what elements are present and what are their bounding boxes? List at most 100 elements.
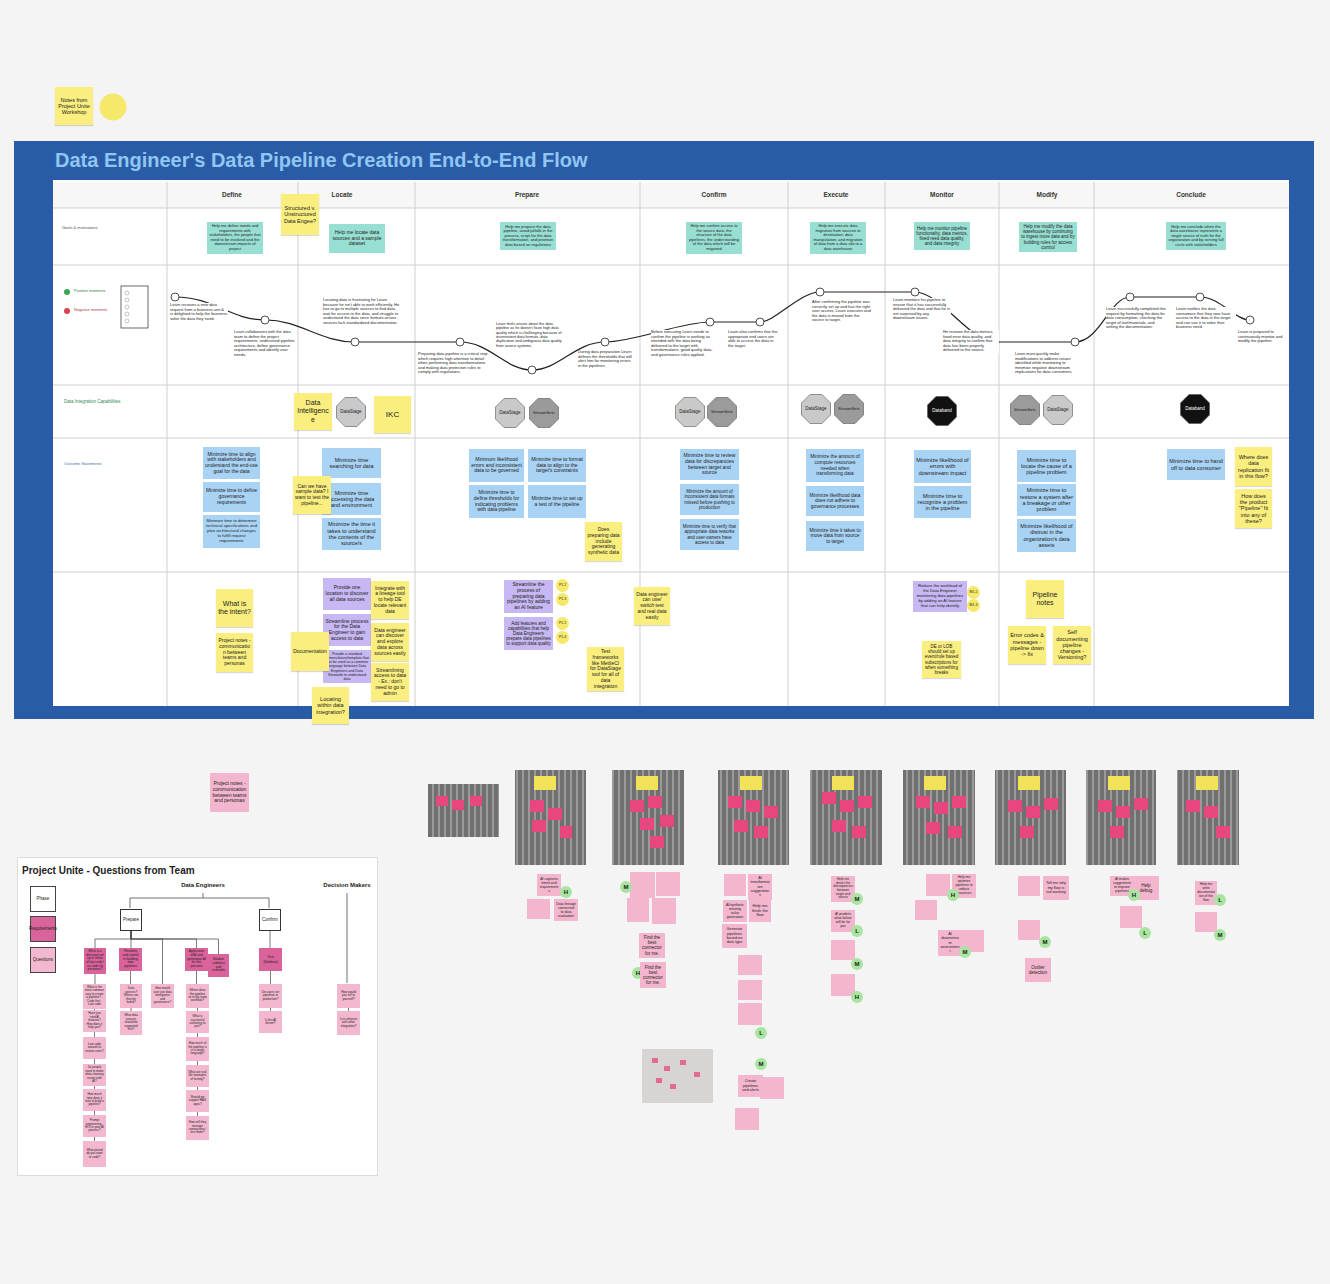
priority-dot: P1.2 bbox=[556, 579, 569, 592]
outcome-box: Minimize time to determine technical spe… bbox=[203, 515, 260, 548]
node-text: Help me locate data sources and a sample… bbox=[331, 230, 383, 247]
node-text: Databand bbox=[1185, 406, 1205, 411]
product-octagon: DataStage bbox=[336, 397, 366, 427]
node-text: What data sources should be supported fi… bbox=[122, 1014, 140, 1031]
node-text: Test frameworks like MettleCI for DataSt… bbox=[589, 649, 622, 689]
node-text: Data engineer can use/ switch test and r… bbox=[636, 592, 668, 621]
journey-note: Learn successfully completed this reques… bbox=[1106, 307, 1166, 330]
node-text: Data engineer can discover and explore d… bbox=[373, 628, 407, 657]
node-text: Pipeline notes bbox=[1028, 591, 1062, 607]
node-text: Locating within data integration? bbox=[314, 696, 347, 715]
outcome-box: Minimize time to review data for discrep… bbox=[680, 449, 739, 480]
requirement-box: Validate codeless and codeable bbox=[208, 954, 229, 977]
sticky-note: Data engineer can discover and explore d… bbox=[371, 623, 409, 661]
outcome-box: Minimum likelihood errors and inconsiste… bbox=[469, 449, 524, 482]
question-box: What are real life examples of testing? bbox=[186, 1065, 209, 1087]
journey-note: Before executing Learn needs to confirm … bbox=[651, 330, 713, 358]
vote-circle: L bbox=[851, 925, 863, 937]
journey-note: Preparing data pipeline is a critical st… bbox=[418, 352, 488, 375]
node-text: Error codes & messages - pipeline down -… bbox=[1010, 632, 1044, 657]
node-text: StreamSets bbox=[1014, 408, 1036, 413]
question-box: How would user use data intelligence and… bbox=[151, 984, 174, 1008]
question-box: Have you tried AI features? How does it … bbox=[83, 1010, 106, 1032]
node-text: Help me write documentation of the flow bbox=[1197, 883, 1215, 903]
journey-note: Learn notifies the data consumers that t… bbox=[1176, 307, 1236, 330]
node-text: Help me confirm access to the source dat… bbox=[688, 224, 740, 252]
goal-box: Help me execute data migration from sour… bbox=[810, 222, 866, 254]
pink-sticky: AI captures intent and requirements bbox=[537, 874, 561, 896]
node-text: Generate pipelines based on data type bbox=[724, 927, 745, 944]
product-octagon: Databand bbox=[927, 396, 957, 426]
priority-dot: P1.4 bbox=[556, 631, 569, 644]
vote-circle: M bbox=[851, 893, 863, 905]
node-text: Databand bbox=[932, 408, 952, 413]
product-octagon: DataStage bbox=[495, 398, 525, 428]
node-text: H bbox=[564, 889, 568, 896]
idea-box: Add features and capabilities that help … bbox=[504, 617, 553, 650]
sticky-note: What is the intent? bbox=[216, 589, 253, 627]
product-octagon: StreamSets bbox=[529, 398, 559, 428]
node-text: StreamSets bbox=[711, 410, 733, 415]
node-text: Does preparing data include generating s… bbox=[587, 527, 620, 556]
connector bbox=[270, 971, 271, 984]
diagram-title: Data Engineer's Data Pipeline Creation E… bbox=[55, 149, 588, 172]
node-text: How will they manage connections / test … bbox=[188, 1121, 207, 1135]
node-text: What is the most common way to create a … bbox=[85, 986, 104, 1007]
node-text: Minimize likelihood data does not adhere… bbox=[808, 493, 862, 510]
pink-sticky: Create pipelines and alerts bbox=[738, 1075, 763, 1097]
node-text: Minimize time to review data for discrep… bbox=[682, 453, 737, 476]
row-label: Data Integration Capabilities bbox=[64, 399, 154, 404]
sticky-note: Test frameworks like MettleCI for DataSt… bbox=[587, 647, 624, 691]
connector bbox=[196, 971, 197, 984]
journey-note: Locating data is frustrating for Learn b… bbox=[323, 298, 401, 326]
node-text: How much time does it take to build a pi… bbox=[85, 1093, 104, 1107]
vote-circle: L bbox=[1214, 894, 1226, 906]
node-text: Where does the pipeline sit in the team … bbox=[188, 989, 207, 1003]
connector bbox=[130, 971, 131, 984]
node-text: Provide a standard nomenclature/template… bbox=[325, 652, 369, 681]
node-text: Prepare bbox=[123, 917, 139, 922]
node-text: How much of the pipeline is in a single … bbox=[188, 1042, 207, 1056]
goal-box: Help me locate data sources and a sample… bbox=[329, 224, 385, 253]
node-text: Self documenting pipeline changes - Vers… bbox=[1055, 629, 1089, 661]
node-text: Minimize time to set up a test of the pi… bbox=[530, 496, 584, 508]
connector bbox=[270, 931, 271, 948]
node-text: Documentation bbox=[293, 649, 327, 655]
node-text: Data lineage connected to data evaluatio… bbox=[556, 902, 576, 918]
node-text: Minimize likelihood of errors with downs… bbox=[916, 457, 969, 476]
vote-circle: M bbox=[959, 946, 971, 958]
group-heading: Decision Makers bbox=[315, 882, 379, 889]
node-text: Minimize the amount of compute resources… bbox=[808, 454, 862, 476]
phase-box: Prepare bbox=[120, 909, 142, 931]
node-text: Minimize time to format data to align to… bbox=[530, 457, 584, 474]
question-box: Where does the pipeline sit in the team … bbox=[186, 984, 209, 1008]
pink-sticky: AI/synthetic missing value generation bbox=[723, 900, 747, 922]
question-box: Should we support RAG apps? bbox=[186, 1090, 209, 1112]
node-text: Is it cohesive with other integration? bbox=[339, 1018, 358, 1028]
node-text: StreamSets bbox=[838, 407, 860, 412]
product-octagon: DataStage bbox=[801, 394, 831, 424]
column-header: Monitor bbox=[902, 191, 982, 198]
node-text: Low code wizards to review users? bbox=[85, 1043, 104, 1053]
node-text: Application of AI and generative AI for … bbox=[187, 950, 206, 968]
column-header: Modify bbox=[1007, 191, 1087, 198]
outcome-box: Minimize likelihood data does not adhere… bbox=[806, 486, 864, 516]
outcome-box: Minimize time to set up a test of the pi… bbox=[528, 485, 586, 518]
node-text: Help me monitor pipeline functionality, … bbox=[916, 226, 968, 247]
node-text: What is a directory set up in terms of l… bbox=[86, 950, 104, 972]
node-text: What is successful authoring to you? bbox=[188, 1015, 207, 1029]
pink-sticky: Find the best connector for me. bbox=[639, 933, 665, 958]
outcome-box: Minimize time to verify that appropriate… bbox=[680, 519, 739, 550]
outcome-box: Minimize likelihood of errors with downs… bbox=[914, 450, 971, 483]
node-text: Find the best connector for me. bbox=[642, 965, 664, 986]
idea-box: Reduce the workload of the Data Engineer… bbox=[913, 581, 967, 612]
node-text: Add features and capabilities that help … bbox=[506, 621, 551, 647]
legend-text: Phase bbox=[37, 897, 50, 902]
node-text: Project Unite - Questions from Team bbox=[22, 865, 373, 877]
node-text: AI/synthetic missing value generation bbox=[725, 903, 745, 919]
node-text: Project notes - communication between te… bbox=[218, 638, 251, 667]
connector bbox=[131, 931, 197, 948]
question-box: Do people want to make data cleaning eas… bbox=[83, 1064, 106, 1086]
node-text: AI downstream assessment bbox=[940, 932, 960, 954]
question-box: Is it cohesive with other integration? bbox=[337, 1011, 360, 1035]
